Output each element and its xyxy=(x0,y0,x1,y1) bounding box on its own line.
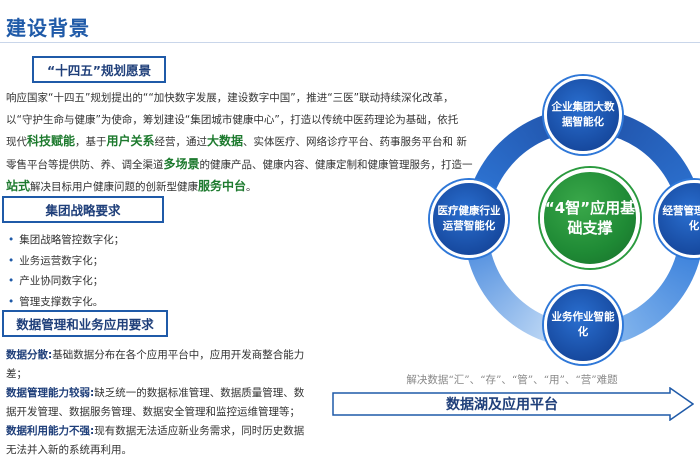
diagram-caption: 解决数据“汇”、“存”、“管”、“用”、“营”难题 xyxy=(406,374,618,386)
text-run: ，基于 xyxy=(75,136,107,148)
emphasis-text: 服务中台 xyxy=(198,179,247,193)
requirement-line: 数据分散:基础数据分布在各个应用平台中，应用开发商整合能力 xyxy=(6,346,324,365)
paragraph-line: 响应国家“十四五”规划提出的““加快数字发展，建设数字中国”，推进“三医”联动持… xyxy=(6,92,454,104)
list-item-text: 集团战略管控数字化； xyxy=(19,234,125,246)
emphasis-text: 站式 xyxy=(6,179,31,193)
section-heading-data-requirements: 数据管理和业务应用要求 xyxy=(2,310,168,337)
arrow-shape-icon xyxy=(332,387,694,421)
emphasis-text: 多场景 xyxy=(163,156,200,171)
list-item-text: 业务运营数字化； xyxy=(19,254,104,267)
text-run: 、实体医疗、网络诊疗平台、药事服务平台和 新 xyxy=(243,136,467,148)
platform-arrow-label: 数据湖及应用平台 xyxy=(446,397,558,413)
requirement-text: 基础数据分布在各个应用平台中，应用开发商整合能力 xyxy=(52,349,305,361)
text-run: 。 xyxy=(246,181,257,193)
requirement-line: 差； xyxy=(6,368,27,380)
section-heading-plan-vision: “十四五”规划愿景 xyxy=(32,56,166,83)
title-divider xyxy=(0,42,700,43)
text-run: 经营，通过 xyxy=(154,136,208,148)
emphasis-text: 用户关系 xyxy=(106,134,155,148)
platform-arrow: 数据湖及应用平台 xyxy=(332,387,694,421)
node-left: 医疗健康行业运营智能化 xyxy=(430,180,508,258)
text-run: 零售平台等提供防、养、调全渠道 xyxy=(6,158,164,171)
node-top: 企业集团大数据智能化 xyxy=(544,76,622,154)
emphasis-text: 大数据 xyxy=(207,134,244,148)
plan-vision-paragraph: 响应国家“十四五”规划提出的““加快数字发展，建设数字中国”，推进“三医”联动持… xyxy=(6,88,476,199)
text-run: 现代 xyxy=(6,136,27,148)
node-center: “4智”应用基础支撑 xyxy=(540,168,640,268)
list-item-text: 管理支撑数字化。 xyxy=(19,295,104,308)
list-item: •业务运营数字化； xyxy=(8,254,104,267)
list-item: •集团战略管控数字化； xyxy=(8,234,125,246)
page-title: 建设背景 xyxy=(6,16,90,40)
requirement-label: 数据分散: xyxy=(6,349,53,361)
list-item: •产业协同数字化； xyxy=(8,275,104,287)
paragraph-line: 以“守护生命与健康”为使命，筹划建设“集团城市健康中心”，打造以传统中医药理论为… xyxy=(6,113,459,126)
text-run: 的健康产品、健康内容、健康定制和健康管理服务，打造一 xyxy=(199,158,473,171)
requirement-line: 数据管理能力较弱:缺乏统一的数据标准管理、数据质量管理、数 xyxy=(6,384,324,403)
node-bottom: 业务作业智能化 xyxy=(544,286,622,364)
requirement-line: 无法并入新的系统再利用。 xyxy=(6,444,132,456)
list-item: •管理支撑数字化。 xyxy=(8,295,104,308)
text-run: 解决目标用户健康问题的创新型健康 xyxy=(30,181,199,193)
requirement-label: 数据利用能力不强: xyxy=(6,425,95,437)
requirement-line: 数据利用能力不强:现有数据无法适应新业务需求，同时历史数据 xyxy=(6,422,324,441)
emphasis-text: 科技赋能 xyxy=(27,134,76,148)
requirement-label: 数据管理能力较弱: xyxy=(6,387,95,399)
requirement-text: 缺乏统一的数据标准管理、数据质量管理、数 xyxy=(94,387,305,399)
paragraph-line: 站式解决目标用户健康问题的创新型健康服务中台。 xyxy=(6,176,476,199)
requirement-line: 据开发管理、数据服务管理、数据安全管理和监控运维管理等； xyxy=(6,406,300,418)
strategy-list: •集团战略管控数字化； •业务运营数字化； •产业协同数字化； •管理支撑数字化… xyxy=(8,230,124,312)
paragraph-line: 现代科技赋能，基于用户关系经营，通过大数据、实体医疗、网络诊疗平台、药事服务平台… xyxy=(6,131,476,154)
list-item-text: 产业协同数字化； xyxy=(19,275,104,287)
requirement-text: 现有数据无法适应新业务需求，同时历史数据 xyxy=(94,425,305,437)
section-heading-group-strategy: 集团战略要求 xyxy=(2,196,164,223)
paragraph-line: 零售平台等提供防、养、调全渠道多场景的健康产品、健康内容、健康定制和健康管理服务… xyxy=(6,154,476,177)
data-requirements-text: 数据分散:基础数据分布在各个应用平台中，应用开发商整合能力 差； 数据管理能力较… xyxy=(6,346,324,460)
